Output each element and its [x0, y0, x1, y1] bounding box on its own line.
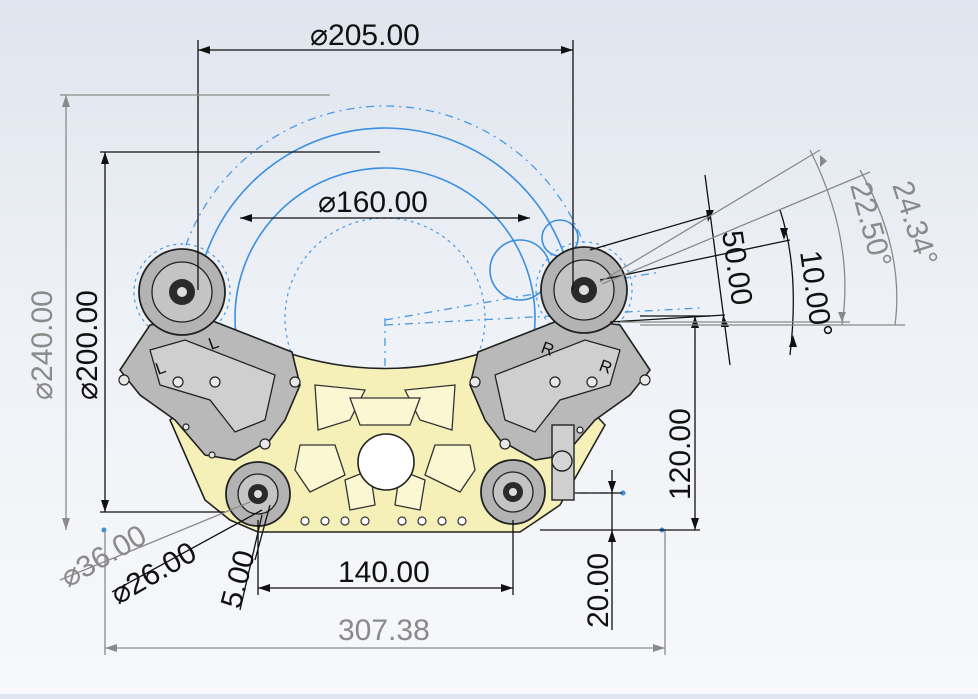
bracket-pockets	[294, 384, 476, 511]
bottom-left-roller	[225, 461, 291, 527]
center-hole	[357, 433, 415, 491]
top-right-roller	[540, 246, 628, 334]
dim-dia-200: ⌀200.00	[71, 290, 104, 400]
plate-bolts	[118, 374, 651, 459]
dim-len-5: 5.00	[215, 547, 262, 612]
dimension-lines	[59, 40, 905, 655]
dim-len-20: 20.00	[582, 553, 615, 628]
construction-circle-left-roller	[133, 243, 231, 341]
construction-circle-right-roller	[535, 241, 633, 339]
dim-dia-160: ⌀160.00	[318, 186, 428, 219]
bottom-hole-row	[300, 516, 467, 526]
construction-line-b	[384, 307, 701, 326]
bracket-part: L L R R	[118, 246, 651, 533]
dim-len-140: 140.00	[338, 556, 430, 589]
construction-point-a	[620, 490, 626, 496]
dim-dia-205: ⌀205.00	[310, 19, 420, 52]
bottom-right-roller	[480, 459, 546, 525]
dim-dia-240: ⌀240.00	[26, 290, 59, 400]
part-mark-right-2: R	[597, 356, 615, 378]
dim-len-307: 307.38	[338, 614, 430, 647]
dim-len-120: 120.00	[664, 408, 697, 500]
part-mark-right-1: R	[539, 338, 557, 360]
dim-len-50: 50.00	[715, 228, 758, 307]
side-clamp	[551, 424, 575, 501]
top-left-roller	[138, 248, 226, 336]
construction-point-c	[101, 527, 107, 533]
construction-line-a	[384, 271, 661, 321]
